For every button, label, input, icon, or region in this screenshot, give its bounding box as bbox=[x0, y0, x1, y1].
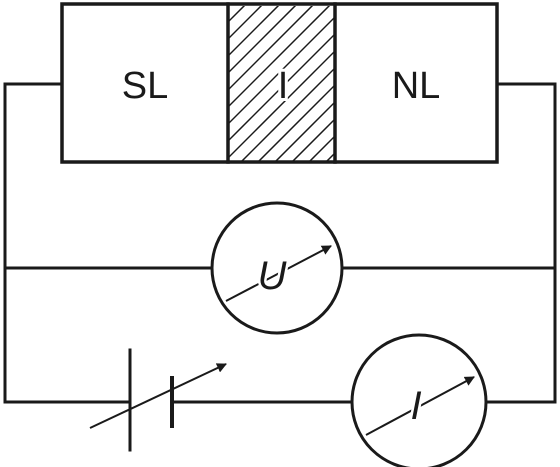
normal-conductor-label: NL bbox=[392, 65, 441, 107]
hatch-line bbox=[228, 6, 280, 58]
insulator-label: I bbox=[278, 65, 289, 107]
left-wire bbox=[3, 82, 132, 404]
hatch-line bbox=[291, 117, 335, 161]
hatch-line bbox=[240, 66, 335, 161]
right-wire bbox=[485, 82, 557, 404]
hatch-line bbox=[228, 6, 297, 75]
hatch-line bbox=[228, 15, 335, 126]
voltmeter-circle bbox=[210, 201, 344, 335]
variable-source-arrow bbox=[89, 363, 227, 429]
hatch-line bbox=[228, 6, 263, 41]
insulator-hatching bbox=[228, 6, 335, 161]
ammeter: I bbox=[350, 333, 488, 467]
voltmeter-needle bbox=[225, 245, 332, 302]
ammeter-needle bbox=[365, 376, 475, 436]
junction-outline bbox=[60, 2, 499, 164]
hatch-line bbox=[228, 49, 335, 160]
voltmeter: U bbox=[210, 201, 344, 335]
ammeter-circle bbox=[350, 333, 488, 467]
superconductor-label: SL bbox=[122, 65, 168, 107]
junction-block: SL I NL bbox=[60, 2, 499, 164]
hatch-line bbox=[228, 6, 331, 109]
circuit-wires bbox=[3, 82, 557, 404]
hatch-line bbox=[274, 100, 335, 161]
hatch-line bbox=[228, 6, 314, 92]
hatch-line bbox=[228, 32, 335, 143]
variable-voltage-source bbox=[89, 348, 227, 452]
hatch-line bbox=[257, 83, 335, 161]
voltmeter-label: U bbox=[258, 254, 288, 298]
ammeter-label: I bbox=[410, 384, 421, 428]
